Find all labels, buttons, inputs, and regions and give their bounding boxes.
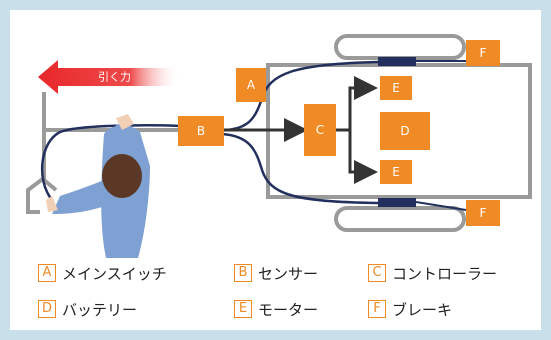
box-b: B bbox=[178, 116, 224, 146]
controller-to-motor-arrows bbox=[334, 76, 378, 184]
legend-item-a: A メインスイッチ bbox=[38, 262, 167, 284]
box-e-bottom-letter: E bbox=[392, 165, 400, 179]
legend-key-a: A bbox=[38, 264, 56, 282]
legend-label-e: モーター bbox=[258, 300, 319, 319]
legend-key-e: E bbox=[234, 300, 252, 318]
box-f-top-letter: F bbox=[480, 46, 487, 60]
wheel-top bbox=[334, 34, 466, 66]
box-d: D bbox=[380, 112, 430, 150]
box-f-bottom-letter: F bbox=[480, 206, 487, 220]
legend-item-f: F ブレーキ bbox=[368, 298, 452, 320]
pull-force-label: 引く力 bbox=[98, 70, 131, 84]
person-figure bbox=[46, 114, 150, 258]
legend-item-d: D バッテリー bbox=[38, 298, 137, 320]
legend-key-c: C bbox=[368, 264, 386, 282]
box-e-top-letter: E bbox=[392, 81, 400, 95]
box-a: A bbox=[236, 68, 266, 102]
box-f-bottom: F bbox=[466, 200, 500, 226]
box-c: C bbox=[304, 104, 336, 156]
legend-label-b: センサー bbox=[258, 264, 319, 283]
box-d-letter: D bbox=[400, 124, 409, 138]
legend: A メインスイッチ B センサー C コントローラー D バッテリー E モータ… bbox=[38, 262, 538, 326]
legend-key-d: D bbox=[38, 300, 56, 318]
legend-item-c: C コントローラー bbox=[368, 262, 497, 284]
box-e-top: E bbox=[380, 76, 412, 100]
box-b-letter: B bbox=[197, 124, 205, 138]
box-c-letter: C bbox=[316, 123, 324, 137]
legend-label-f: ブレーキ bbox=[392, 300, 453, 319]
wheel-bottom bbox=[334, 198, 466, 232]
legend-label-a: メインスイッチ bbox=[62, 264, 167, 283]
box-a-letter: A bbox=[247, 78, 256, 92]
legend-label-d: バッテリー bbox=[62, 300, 138, 319]
legend-item-b: B センサー bbox=[234, 262, 318, 284]
legend-label-c: コントローラー bbox=[392, 264, 498, 283]
legend-key-b: B bbox=[234, 264, 252, 282]
brake-wires bbox=[415, 60, 467, 211]
legend-key-f: F bbox=[368, 300, 386, 318]
legend-item-e: E モーター bbox=[234, 298, 318, 320]
box-e-bottom: E bbox=[380, 160, 412, 184]
box-f-top: F bbox=[466, 40, 500, 66]
pull-force-arrow: 引く力 bbox=[38, 60, 180, 94]
